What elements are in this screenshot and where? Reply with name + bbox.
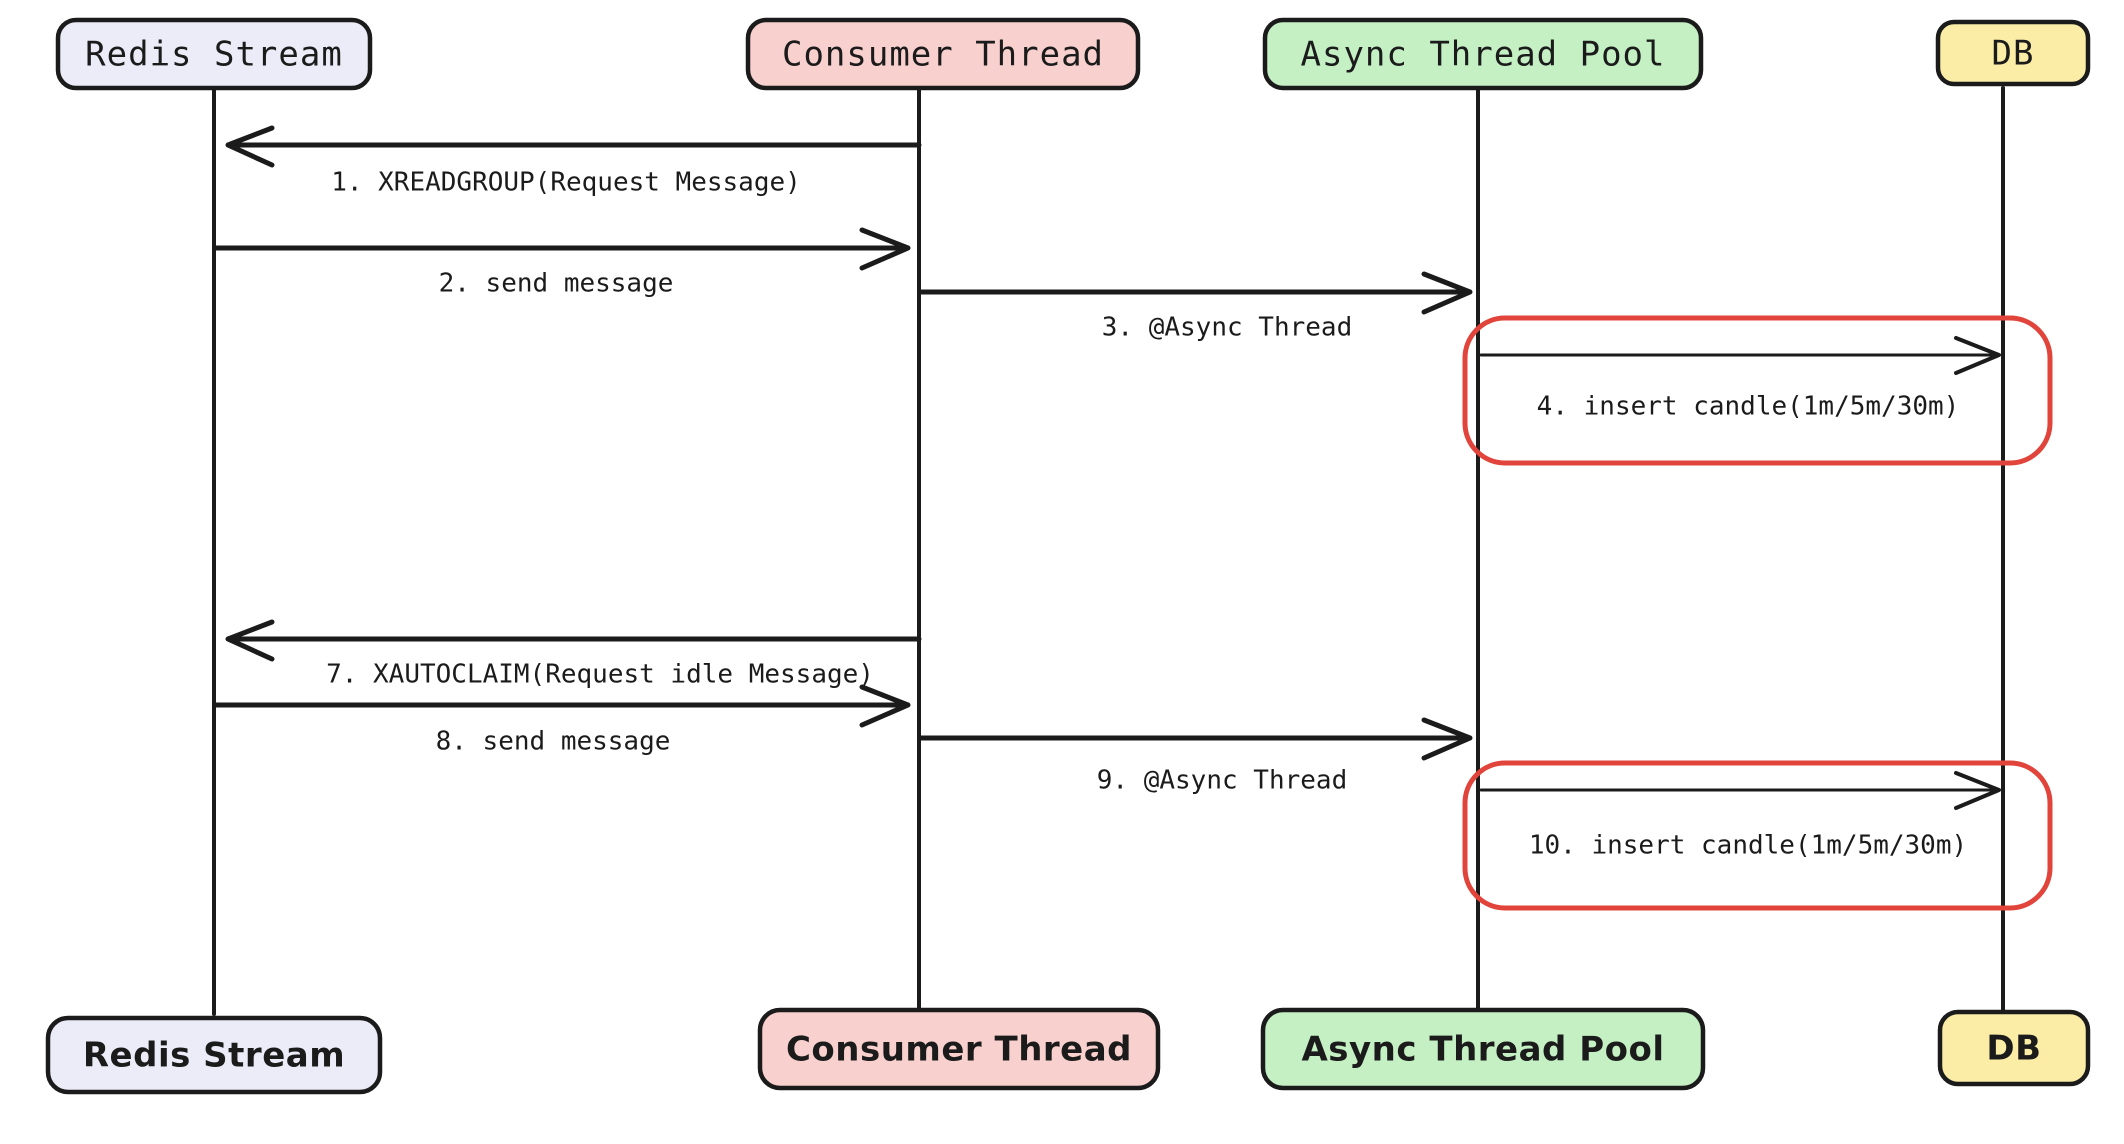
message-10: 10. insert candle(1m/5m/30m) xyxy=(1479,771,2001,861)
participant-bottom-redis-stream-label: Redis Stream xyxy=(83,1036,345,1076)
message-9: 9. @Async Thread xyxy=(918,717,1473,796)
message-9-arrowhead xyxy=(1421,717,1473,761)
message-3: 3. @Async Thread xyxy=(918,271,1473,343)
message-1: 1. XREADGROUP(Request Message) xyxy=(225,125,922,198)
lifelines-group xyxy=(212,86,2005,1016)
participant-top-consumer-thread[interactable]: Consumer Thread xyxy=(745,17,1141,91)
message-2-arrowhead xyxy=(859,227,911,271)
message-8: 8. send message xyxy=(213,684,911,757)
participant-top-redis-stream-label: Redis Stream xyxy=(85,35,343,75)
participant-top-async-thread-pool[interactable]: Async Thread Pool xyxy=(1262,17,1704,91)
annotations-group xyxy=(1462,315,2053,911)
message-4: 4. insert candle(1m/5m/30m) xyxy=(1479,336,2001,422)
participant-bottom-consumer-thread-label: Consumer Thread xyxy=(786,1030,1132,1070)
participant-bottom-db-label: DB xyxy=(1986,1029,2041,1069)
participant-bottom-redis-stream[interactable]: Redis Stream xyxy=(45,1015,383,1095)
message-10-label: 10. insert candle(1m/5m/30m) xyxy=(1529,831,1967,861)
message-1-arrowhead xyxy=(225,125,275,168)
participant-bottom-consumer-thread[interactable]: Consumer Thread xyxy=(757,1007,1161,1091)
message-10-arrowhead xyxy=(1954,771,2001,810)
participant-top-async-thread-pool-label: Async Thread Pool xyxy=(1301,35,1666,75)
participant-boxes-bottom: Redis Stream Consumer Thread Async Threa… xyxy=(45,1007,2091,1095)
participant-bottom-db[interactable]: DB xyxy=(1937,1009,2091,1087)
participant-top-consumer-thread-label: Consumer Thread xyxy=(782,35,1104,75)
message-2: 2. send message xyxy=(213,227,911,299)
message-2-label: 2. send message xyxy=(439,269,674,299)
message-8-label: 8. send message xyxy=(436,727,671,757)
annotation-insert-candle-2[interactable] xyxy=(1462,760,2053,911)
message-1-label: 1. XREADGROUP(Request Message) xyxy=(331,168,801,198)
participant-top-db-label: DB xyxy=(1992,34,2035,74)
message-8-arrowhead xyxy=(859,684,911,728)
participant-bottom-async-thread-pool[interactable]: Async Thread Pool xyxy=(1260,1007,1706,1091)
participant-boxes-top: Redis Stream Consumer Thread Async Threa… xyxy=(55,17,2091,91)
message-4-arrowhead xyxy=(1954,336,2001,375)
participant-bottom-async-thread-pool-label: Async Thread Pool xyxy=(1301,1030,1664,1070)
message-3-label: 3. @Async Thread xyxy=(1102,313,1352,343)
message-7: 7. XAUTOCLAIM(Request idle Message) xyxy=(225,619,922,690)
message-3-arrowhead xyxy=(1421,271,1473,315)
annotation-insert-candle-1[interactable] xyxy=(1462,315,2053,466)
participant-top-db[interactable]: DB xyxy=(1935,19,2091,87)
message-7-arrowhead xyxy=(225,619,275,662)
message-9-label: 9. @Async Thread xyxy=(1097,766,1347,796)
message-7-label: 7. XAUTOCLAIM(Request idle Message) xyxy=(326,660,874,690)
message-4-label: 4. insert candle(1m/5m/30m) xyxy=(1537,392,1960,422)
participant-top-redis-stream[interactable]: Redis Stream xyxy=(55,17,373,91)
